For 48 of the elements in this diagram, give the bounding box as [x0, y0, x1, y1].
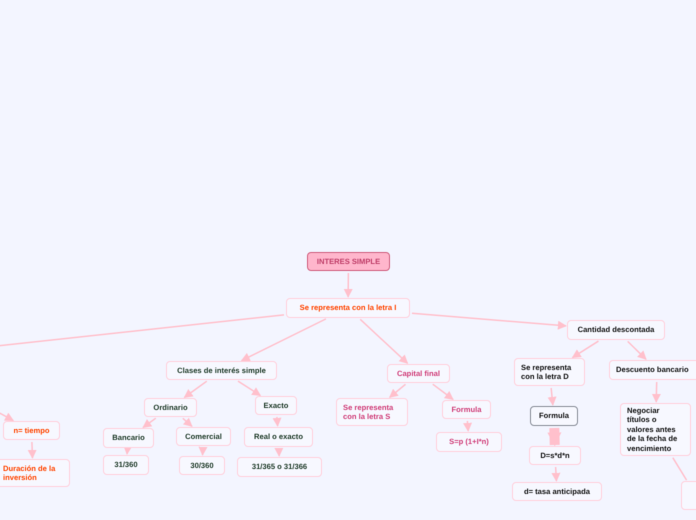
- arrow: [123, 446, 132, 455]
- concept-box: [166, 361, 277, 380]
- concept-box: [3, 421, 60, 440]
- concept-box: [103, 428, 154, 448]
- concept-box: [436, 432, 502, 452]
- arrow: [274, 448, 284, 457]
- arrow: [652, 382, 661, 403]
- concept-box: [244, 427, 313, 447]
- concept-box: [336, 398, 408, 426]
- concept-box: [512, 482, 602, 501]
- formula-box: [530, 406, 578, 426]
- arrow: [463, 420, 472, 432]
- arrow: [198, 446, 208, 456]
- concept-box: [255, 396, 297, 415]
- concept-box: [176, 427, 231, 446]
- arrow: [388, 384, 406, 398]
- topic-box: [307, 252, 390, 271]
- arrow: [272, 416, 282, 427]
- arrow: [412, 312, 567, 330]
- concept-box: [609, 360, 696, 380]
- arrow: [547, 428, 562, 446]
- connector-line: [672, 457, 688, 481]
- concept-box: [514, 358, 585, 386]
- arrow: [28, 442, 37, 459]
- concept-box: [442, 400, 491, 419]
- concept-box: [179, 456, 225, 475]
- connector-line: [0, 314, 284, 347]
- concept-box: [0, 459, 70, 487]
- concept-box: [286, 298, 410, 318]
- arrow: [240, 318, 326, 362]
- arrow: [182, 418, 193, 427]
- arrow: [548, 388, 557, 406]
- arrow: [432, 384, 454, 400]
- concept-box: [620, 403, 691, 456]
- arrow: [184, 380, 208, 398]
- concept-box: [387, 364, 450, 383]
- concept-box: [529, 446, 581, 465]
- arrow: [572, 340, 599, 358]
- concept-box: [103, 455, 149, 475]
- concept-box: [237, 457, 322, 477]
- arrow: [238, 380, 262, 396]
- arrow: [360, 318, 408, 364]
- concept-box: [567, 320, 665, 340]
- arrow: [344, 273, 353, 298]
- arrow: [142, 418, 156, 428]
- arrow: [627, 340, 647, 360]
- concept-box: [144, 398, 197, 417]
- arrow: [551, 466, 560, 482]
